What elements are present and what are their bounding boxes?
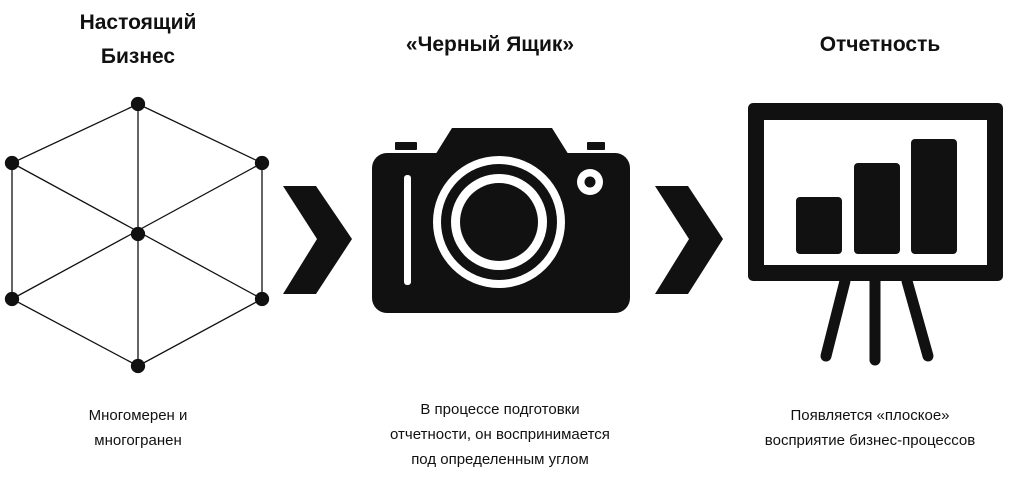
caption-line: восприятие бизнес-процессов bbox=[764, 432, 976, 449]
caption-reporting: Появляется «плоское» восприятие бизнес-п… bbox=[720, 403, 1020, 453]
title-line: Отчетность bbox=[819, 33, 941, 56]
presentation-bar-chart-icon bbox=[748, 103, 1003, 366]
chevron-right-icon bbox=[655, 186, 723, 294]
title-reporting: Отчетность bbox=[770, 28, 990, 62]
title-line: Бизнес bbox=[100, 45, 176, 68]
title-line: Настоящий bbox=[79, 11, 197, 34]
caption-line: В процессе подготовки bbox=[420, 401, 580, 418]
caption-line: под определенным углом bbox=[411, 451, 589, 468]
camera-icon bbox=[372, 128, 630, 313]
hexagon-cube-graph-icon bbox=[4, 96, 270, 374]
caption-real-business: Многомерен и многогранен bbox=[38, 403, 238, 453]
caption-line: Появляется «плоское» bbox=[790, 407, 950, 424]
caption-line: многогранен bbox=[94, 432, 182, 449]
title-black-box: «Черный Ящик» bbox=[350, 28, 630, 62]
caption-line: Многомерен и bbox=[88, 407, 188, 424]
caption-black-box: В процессе подготовки отчетности, он вос… bbox=[340, 397, 660, 472]
chevron-right-icon bbox=[283, 186, 352, 294]
title-line: «Черный Ящик» bbox=[405, 33, 575, 56]
caption-line: отчетности, он воспринимается bbox=[390, 426, 610, 443]
title-real-business: Настоящий Бизнес bbox=[38, 6, 238, 74]
